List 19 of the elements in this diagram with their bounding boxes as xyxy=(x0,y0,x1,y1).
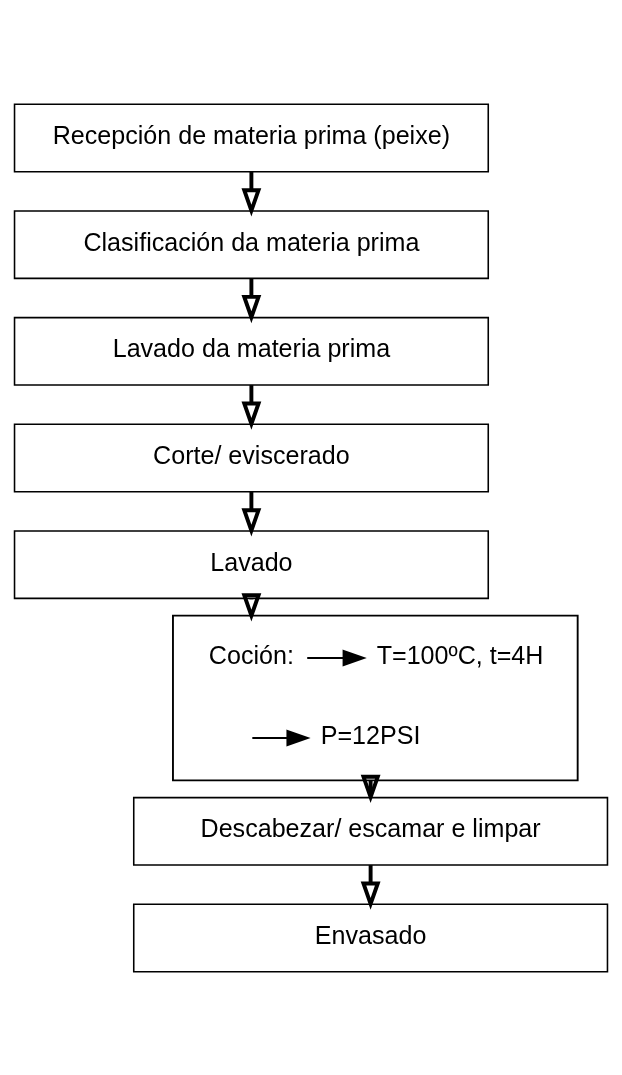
node-box: Clasificación da materia prima xyxy=(13,209,490,279)
arrow xyxy=(360,864,381,910)
arrow xyxy=(360,774,381,803)
node-box: Recepción de materia prima (peixe) xyxy=(13,103,490,172)
node-box: Envasado xyxy=(132,903,609,972)
arrow xyxy=(241,171,262,216)
arrow xyxy=(241,277,262,323)
cluster xyxy=(172,614,579,781)
arrow xyxy=(306,649,367,666)
node-box: Descabezar/ escamar e limpar xyxy=(132,796,609,866)
arrow xyxy=(241,592,262,622)
node-text: T=100ºC, t=4H xyxy=(376,640,544,669)
node-box: Lavado da materia prima xyxy=(13,316,490,386)
node-box: Corte/ eviscerado xyxy=(13,423,490,492)
node-text: P=12PSI xyxy=(320,720,421,749)
arrow xyxy=(251,729,311,746)
arrow xyxy=(241,491,262,536)
arrow xyxy=(241,384,262,430)
node-text: Coción: xyxy=(208,640,294,669)
